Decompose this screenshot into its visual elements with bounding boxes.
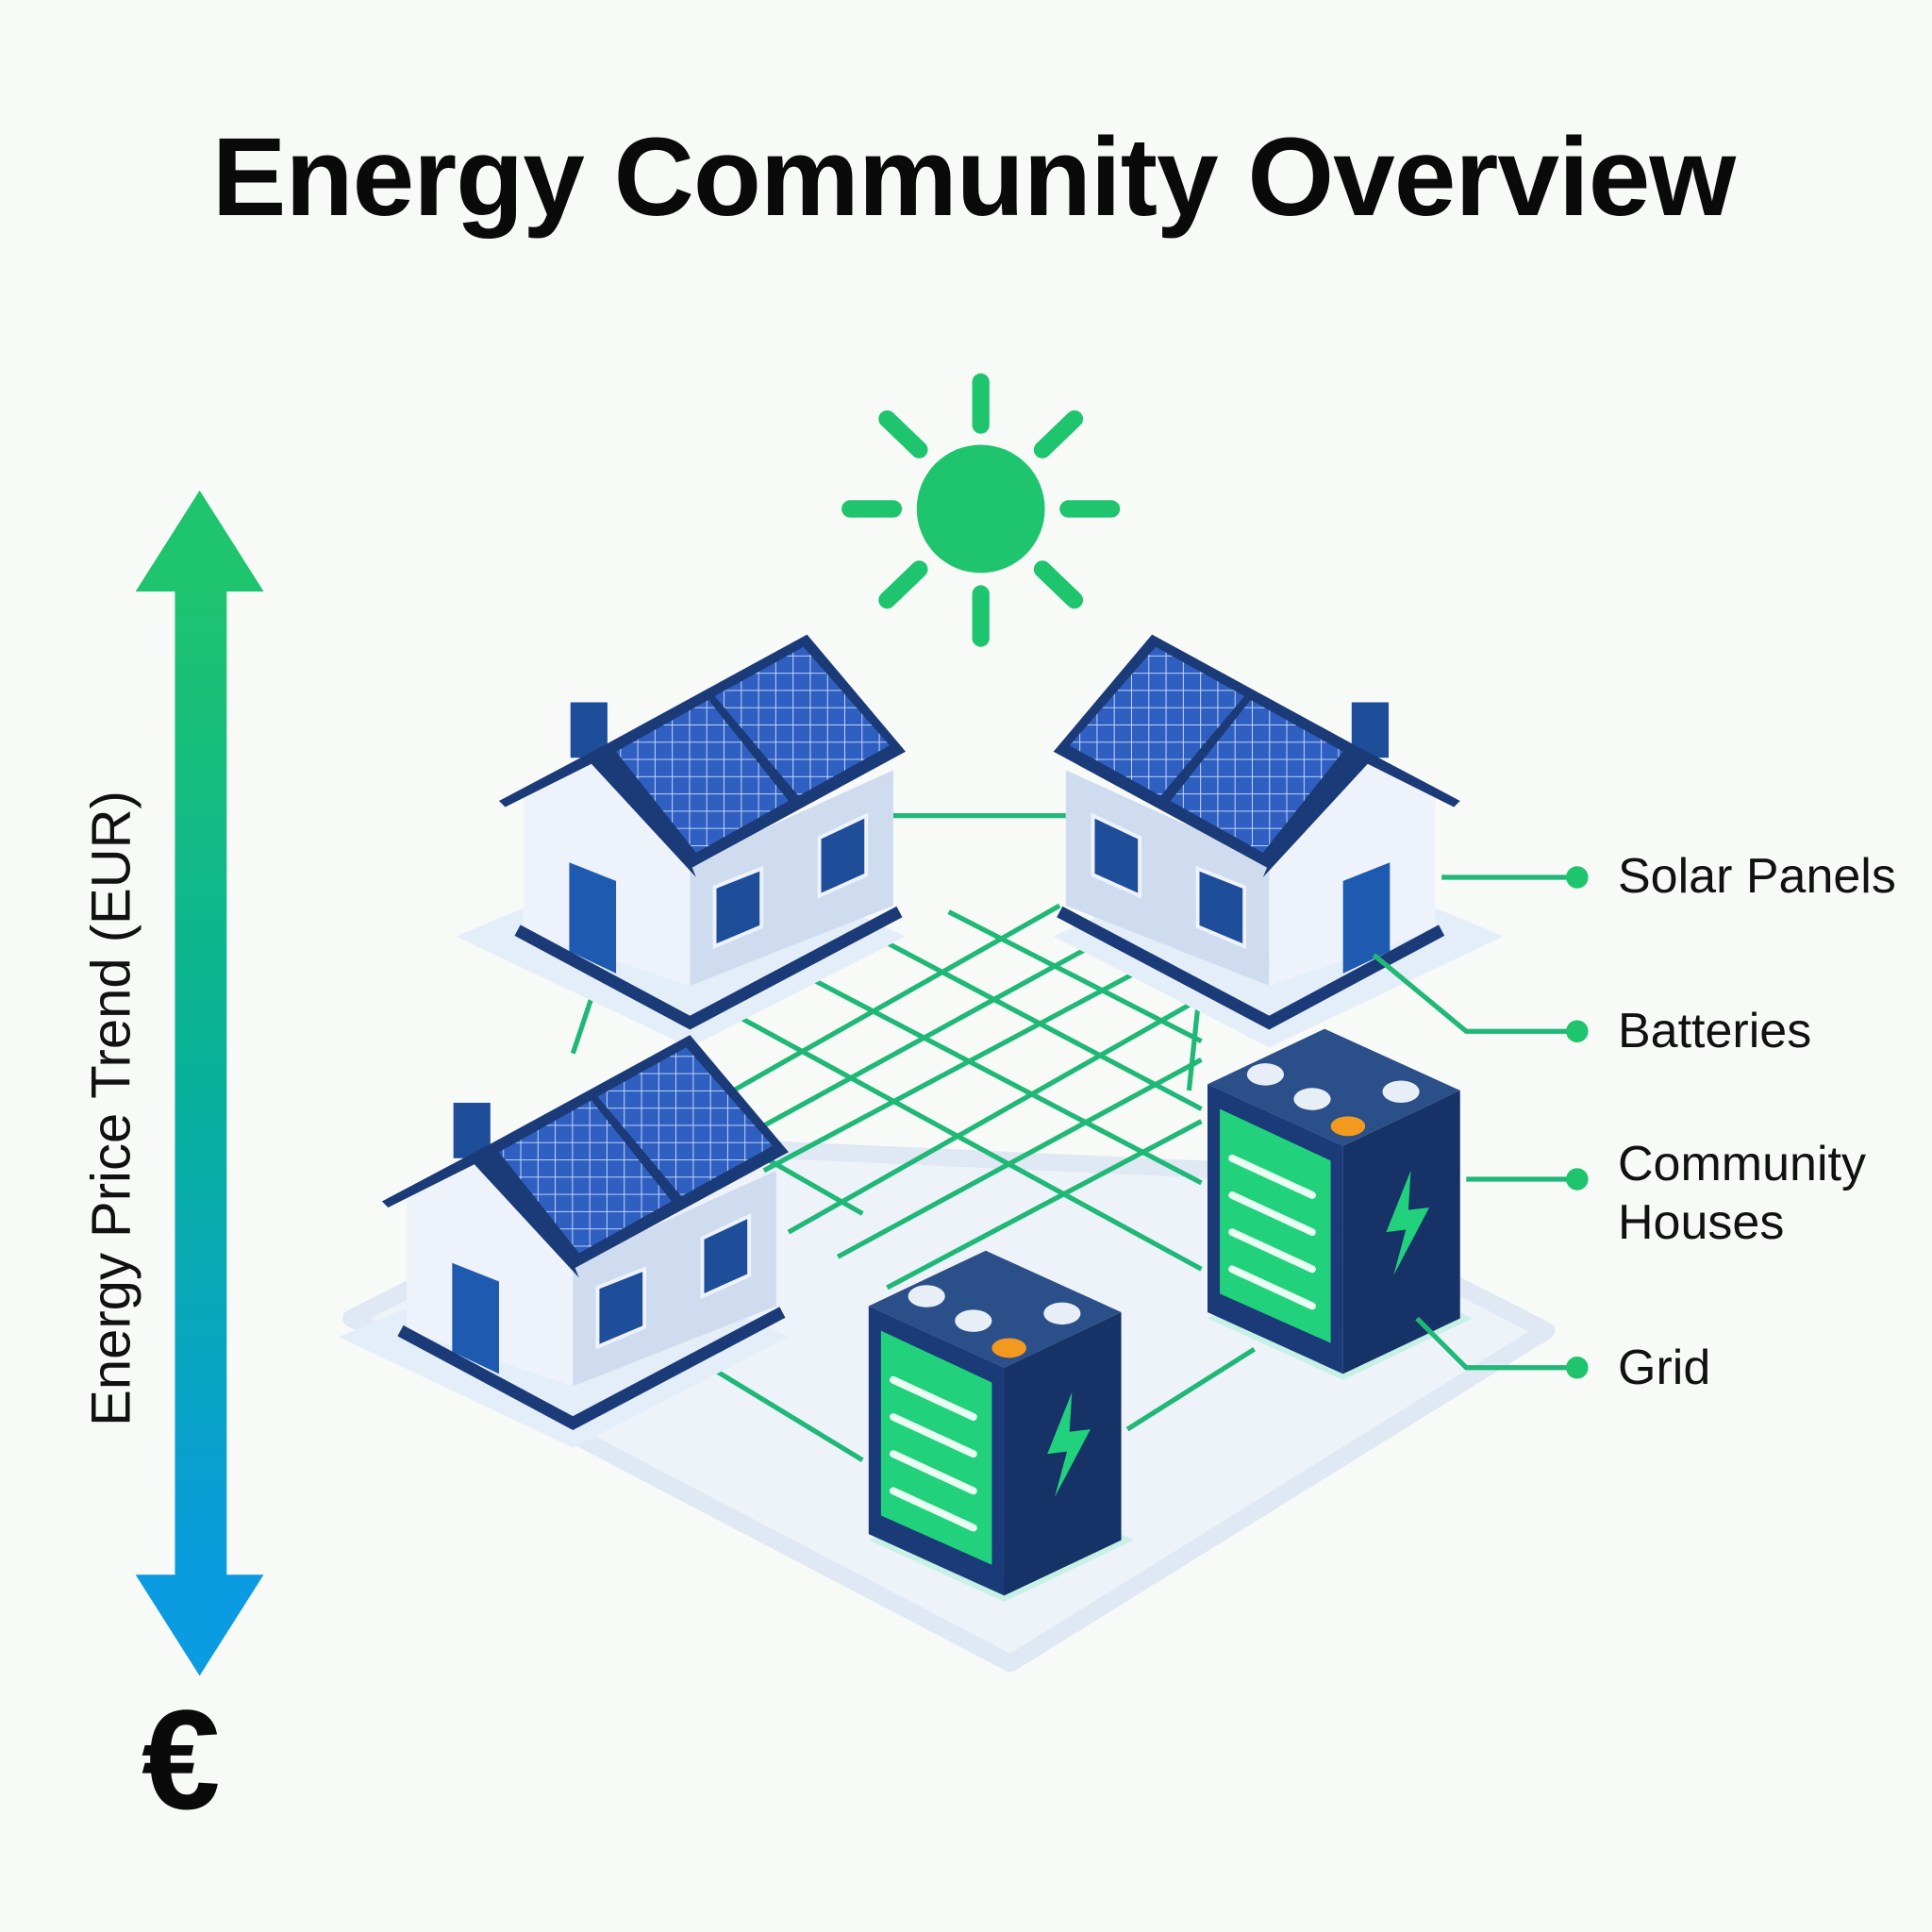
- legend-dot-batteries: [1566, 1020, 1589, 1042]
- price-axis-label: Energy Price Trend (EUR): [80, 791, 142, 1426]
- sun-icon: [841, 373, 1121, 647]
- legend-dot-solar-panels: [1566, 866, 1589, 889]
- community-house-1: [456, 635, 906, 1048]
- legend-label-batteries: Batteries: [1618, 1004, 1812, 1058]
- legend-label-solar-panels: Solar Panels: [1618, 849, 1896, 904]
- legend-dot-grid: [1566, 1357, 1589, 1379]
- legend-label-community-houses: Community Houses: [1618, 1137, 1866, 1250]
- grid-network: [570, 813, 1257, 1462]
- page-title: Energy Community Overview: [211, 115, 1736, 240]
- community-house-2: [1054, 635, 1504, 1048]
- euro-symbol: €: [142, 1680, 221, 1839]
- legend-label-grid: Grid: [1618, 1341, 1711, 1395]
- battery-1: [869, 1251, 1134, 1602]
- battery-2: [1208, 1029, 1473, 1380]
- legend-dot-community-houses: [1566, 1168, 1589, 1191]
- legend-leaders: [1372, 874, 1577, 1371]
- price-trend-arrow: [135, 490, 264, 1676]
